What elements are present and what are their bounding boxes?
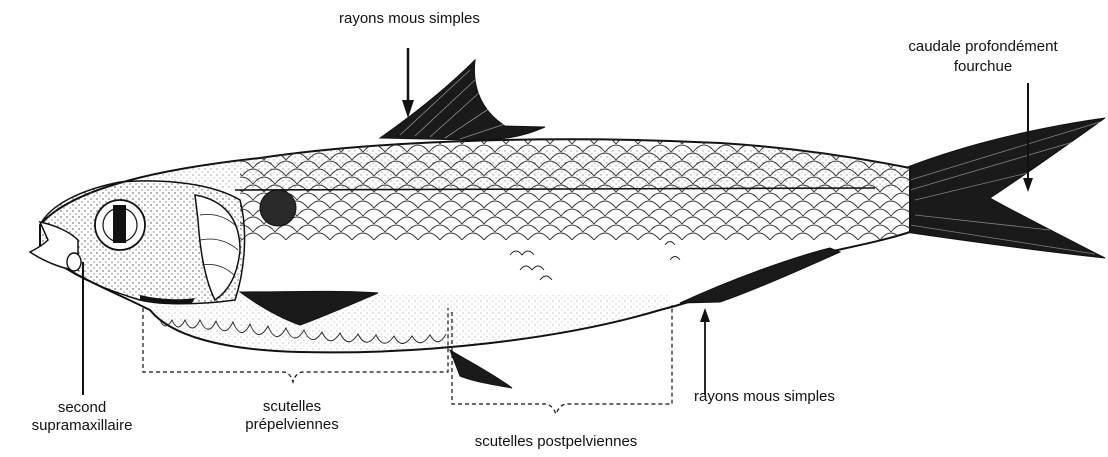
pelvic-fin [450, 350, 512, 388]
caudal-fin [900, 118, 1105, 258]
label-supramaxillary-line2: supramaxillaire [22, 417, 142, 434]
label-supramaxillary-line1: second [22, 399, 142, 416]
label-caudal-line2: fourchue [880, 58, 1086, 75]
label-prepelvic-line2: prépelviennes [232, 416, 352, 433]
label-prepelvic-line1: scutelles [232, 398, 352, 415]
humeral-spot [260, 190, 296, 226]
label-postpelvic: scutelles postpelviennes [436, 433, 676, 450]
label-dorsal-rays: rayons mous simples [339, 10, 479, 27]
label-caudal-line1: caudale profondément [880, 38, 1086, 55]
label-anal-rays: rayons mous simples [694, 388, 835, 405]
